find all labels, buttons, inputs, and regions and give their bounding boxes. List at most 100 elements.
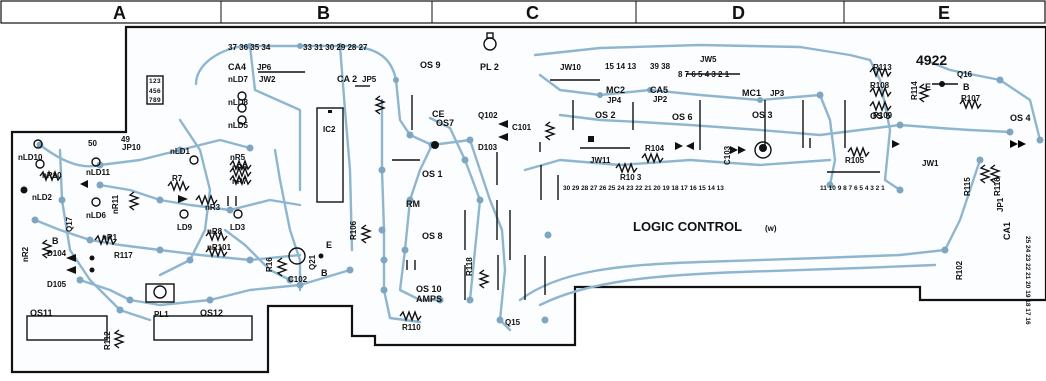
grid-header: A B C D E: [0, 0, 1046, 24]
logic-control-suffix: (w): [765, 224, 777, 233]
logic-control-title: LOGIC CONTROL: [633, 219, 742, 234]
label-nld11: nLD11: [86, 168, 111, 177]
label-r16: R16: [265, 257, 274, 272]
label-nld10: nLD10: [18, 153, 43, 162]
label-d105: D105: [47, 280, 67, 289]
label-c101: C101: [512, 123, 532, 132]
label-os9: OS 9: [420, 60, 441, 70]
label-r103: R10 3: [620, 173, 642, 182]
label-jp1: JP1: [996, 197, 1005, 212]
label-r102: R102: [955, 260, 964, 280]
label-pl1: PL1: [154, 310, 169, 319]
board-number: 4922: [916, 52, 947, 68]
component-labels: 37 36 35 34 33 31 30 29 28 27 CA4 JP6 JW…: [18, 43, 1031, 350]
label-pins-c: 15 14 13: [605, 62, 637, 71]
label-ca2: CA 2: [337, 74, 357, 84]
label-jw1: JW1: [922, 159, 939, 168]
label-nld2: nLD2: [32, 193, 53, 202]
label-os8: OS 8: [422, 231, 443, 241]
keypad-5: 5: [153, 88, 157, 95]
label-r109: R109: [873, 111, 893, 120]
label-r105: R105: [845, 156, 865, 165]
label-r108: R108: [870, 81, 890, 90]
ic2-body: [316, 107, 344, 203]
label-pins-d: 8 7 6 5 4 3 2 1: [678, 70, 730, 79]
label-q102: Q102: [478, 111, 498, 120]
label-amps: AMPS: [416, 294, 442, 304]
label-nr3: nR3: [205, 203, 221, 212]
label-nld6: nLD6: [86, 211, 107, 220]
keypad-1: 1: [149, 78, 153, 85]
label-jw5: JW5: [700, 55, 717, 64]
label-os10: OS 10: [416, 284, 442, 294]
label-ld9: LD9: [177, 223, 193, 232]
label-pins-row: 30 29 28 27 26 25 24 23 22 21 20 19 18 1…: [563, 185, 724, 192]
label-os2: OS 2: [595, 110, 616, 120]
label-jp2: JP2: [653, 95, 668, 104]
label-os3: OS 3: [752, 110, 773, 120]
label-r116: R116: [993, 177, 1002, 196]
os12-box: [153, 315, 253, 341]
col-e-label: E: [938, 3, 950, 23]
label-ca5: CA5: [650, 85, 668, 95]
keypad-7: 7: [149, 97, 153, 104]
label-os11: OS11: [30, 308, 53, 318]
label-b2: B: [321, 268, 328, 278]
label-r107: R107: [961, 94, 981, 103]
label-pl2: PL 2: [480, 62, 499, 72]
label-d104: D104: [47, 249, 67, 258]
keypad-9: 9: [157, 97, 161, 104]
label-jw2: JW2: [259, 75, 276, 84]
label-b-left: B: [52, 236, 59, 246]
label-r114: R114: [910, 81, 919, 100]
label-nld7: nLD7: [228, 75, 249, 84]
label-ld3: LD3: [230, 223, 246, 232]
label-r112: R112: [103, 331, 112, 350]
label-pins-c2: 39 38: [650, 62, 671, 71]
label-jp5: JP5: [362, 75, 377, 84]
label-nr10: nR10: [42, 171, 62, 180]
label-ca1-pins: 25 24 23 22 21 20 19 18 17 16: [1024, 236, 1031, 325]
label-jp10: JP10: [122, 143, 141, 152]
label-os1: OS 1: [422, 169, 443, 179]
label-r117: R117: [114, 251, 133, 260]
label-c103: C103: [723, 145, 732, 165]
label-pins-b: 37 36 35 34: [228, 43, 271, 52]
keypad-6: 6: [157, 88, 161, 95]
os11-box: [26, 315, 108, 341]
label-jp3: JP3: [770, 89, 785, 98]
label-49: 49: [121, 135, 130, 144]
label-e: E: [925, 82, 931, 92]
label-50: 50: [88, 139, 97, 148]
label-nr5: nR5: [230, 153, 246, 162]
label-nr101: nR101: [207, 243, 232, 252]
keypad-8: 8: [153, 97, 157, 104]
label-c102: C102: [288, 275, 308, 284]
label-pins-b2: 33 31 30 29 28 27: [303, 43, 368, 52]
col-a-label: A: [113, 3, 126, 23]
label-ce: CE: [432, 109, 445, 119]
label-r106: R106: [349, 220, 358, 240]
label-q16: Q16: [957, 70, 973, 79]
label-nld1: nLD1: [170, 147, 191, 156]
label-d103: D103: [478, 143, 498, 152]
keypad-4: 4: [149, 88, 153, 95]
label-ca4: CA4: [228, 62, 246, 72]
label-jw11: JW11: [590, 156, 611, 165]
label-rm: RM: [406, 199, 420, 209]
label-os4: OS 4: [1010, 113, 1031, 123]
label-q17: Q17: [65, 216, 74, 232]
label-os7: OS7: [436, 118, 454, 128]
label-nr1: nR1: [102, 233, 118, 242]
label-nr8: nR8: [207, 227, 223, 236]
label-pins-row2: 11 10 9 8 7 6 5 4 3 2 1: [820, 185, 885, 192]
components: [20, 32, 1026, 349]
label-r104: R104: [645, 144, 665, 153]
label-jp6: JP6: [257, 63, 272, 72]
label-nld8: nLD8: [228, 98, 249, 107]
col-b-label: B: [317, 3, 330, 23]
label-e2: E: [326, 240, 332, 250]
keypad-2: 2: [153, 78, 157, 85]
